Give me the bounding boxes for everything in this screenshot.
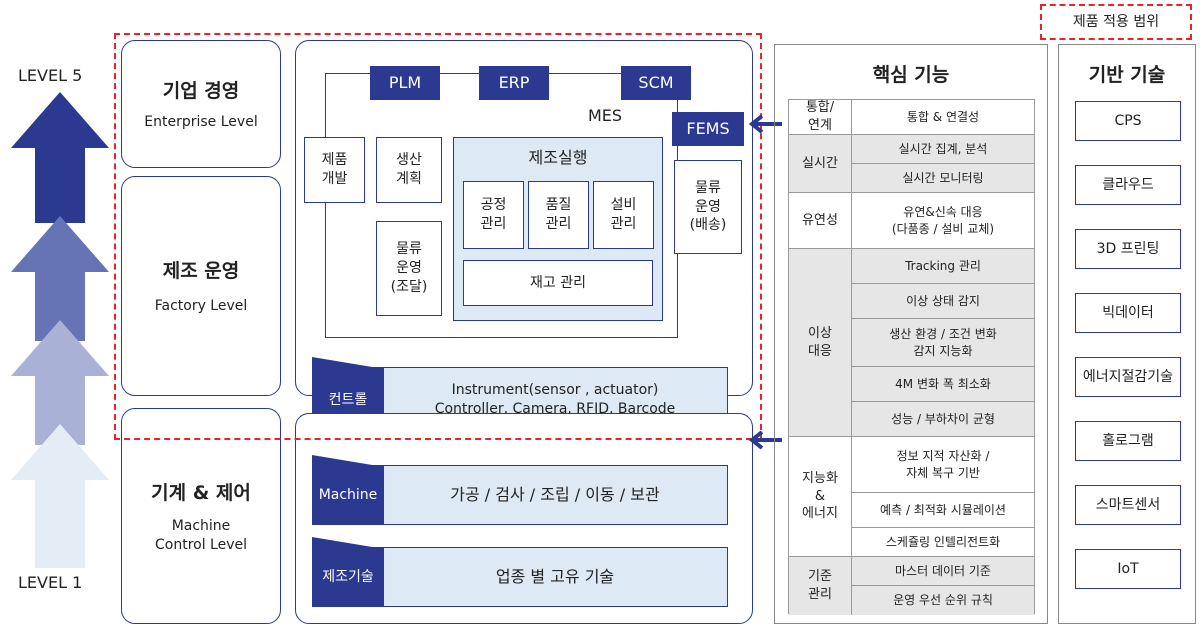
tier-factory-title: 제조 운영 [162, 260, 240, 283]
tier-enterprise-subtitle: Enterprise Level [144, 114, 258, 131]
core-group-label: 이상 대응 [789, 249, 851, 437]
mes-label: MES [588, 106, 623, 125]
arrow-left-icon [748, 430, 782, 450]
core-item: 실시간 모니터링 [851, 164, 1034, 193]
core-item: 마스터 데이터 기준 [851, 557, 1034, 586]
tech-tab-icon [312, 537, 384, 549]
core-item: 유연&신속 대응 (다품종 / 설비 교체) [851, 193, 1034, 249]
product-dev-box: 제품 개발 [304, 137, 365, 203]
scm-box: SCM [621, 66, 691, 100]
machine-tag: Machine [312, 465, 384, 525]
core-group-label: 유연성 [789, 193, 851, 249]
execution-group: 제조실행 공정 관리 품질 관리 설비 관리 재고 관리 [453, 137, 663, 321]
core-group-label: 기준 관리 [789, 557, 851, 615]
core-item: 실시간 집계, 분석 [851, 135, 1034, 164]
foundation-item: 스마트센서 [1075, 485, 1181, 525]
core-item: 통합 & 연결성 [851, 100, 1034, 135]
inventory-mgmt-box: 재고 관리 [463, 260, 653, 306]
tier-machine-subtitle: Machine Control Level [154, 517, 247, 553]
foundation-item: 홀로그램 [1075, 421, 1181, 461]
tier-machine: 기계 & 제어 Machine Control Level [121, 408, 281, 624]
core-group-label: 실시간 [789, 135, 851, 193]
core-item: 정보 지적 자산화 / 자체 복구 기반 [851, 437, 1034, 493]
foundation-item: 3D 프린팅 [1075, 229, 1181, 269]
tier-enterprise-title: 기업 경영 [162, 80, 240, 103]
core-item: 예측 / 최적화 시뮬레이션 [851, 493, 1034, 528]
process-mgmt-box: 공정 관리 [463, 181, 524, 249]
production-plan-box: 생산 계획 [376, 137, 442, 203]
tech-tag: 제조기술 [312, 547, 384, 607]
scope-dashed-region [114, 33, 762, 440]
core-item: 운영 우선 순위 규칙 [851, 586, 1034, 615]
core-item: 생산 환경 / 조건 변화 감지 지능화 [851, 319, 1034, 367]
tier-factory-subtitle: Factory Level [154, 298, 248, 315]
core-group-label: 통합/ 연계 [789, 100, 851, 135]
core-item: Tracking 관리 [851, 249, 1034, 284]
arrow-left-icon [748, 114, 782, 134]
level-top-label: LEVEL 5 [18, 66, 83, 85]
fems-box: FEMS [672, 112, 744, 146]
plm-box: PLM [370, 66, 440, 100]
erp-box: ERP [479, 66, 549, 100]
core-item: 성능 / 부하차이 균형 [851, 402, 1034, 437]
tier-enterprise: 기업 경영 Enterprise Level [121, 40, 281, 168]
level-arrows-icon [11, 92, 109, 568]
logistics-delivery-box: 물류 운영 (배송) [674, 160, 742, 254]
tier-factory: 제조 운영 Factory Level [121, 176, 281, 396]
level-bottom-label: LEVEL 1 [18, 573, 83, 592]
scope-label: 제품 적용 범위 [1040, 4, 1192, 40]
core-item: 4M 변화 폭 최소화 [851, 367, 1034, 402]
equipment-mgmt-box: 설비 관리 [593, 181, 654, 249]
logistics-procure-box: 물류 운영 (조달) [376, 221, 442, 316]
core-item: 스케쥴링 인텔리전트화 [851, 528, 1034, 557]
foundation-item: IoT [1075, 549, 1181, 589]
foundation-item: CPS [1075, 101, 1181, 141]
control-tab-icon [312, 357, 384, 369]
core-functions-title: 핵심 기능 [872, 64, 950, 86]
tier-machine-title: 기계 & 제어 [151, 481, 251, 504]
core-group-label: 지능화 & 에너지 [789, 437, 851, 557]
foundation-title: 기반 기술 [1088, 64, 1166, 86]
machine-tab-icon [312, 455, 384, 467]
foundation-item: 빅데이터 [1075, 293, 1181, 333]
foundation-item: 클라우드 [1075, 165, 1181, 205]
foundation-item: 에너지절감기술 [1075, 357, 1181, 397]
quality-mgmt-box: 품질 관리 [528, 181, 589, 249]
execution-title: 제조실행 [528, 148, 588, 167]
core-item: 이상 상태 감지 [851, 284, 1034, 319]
